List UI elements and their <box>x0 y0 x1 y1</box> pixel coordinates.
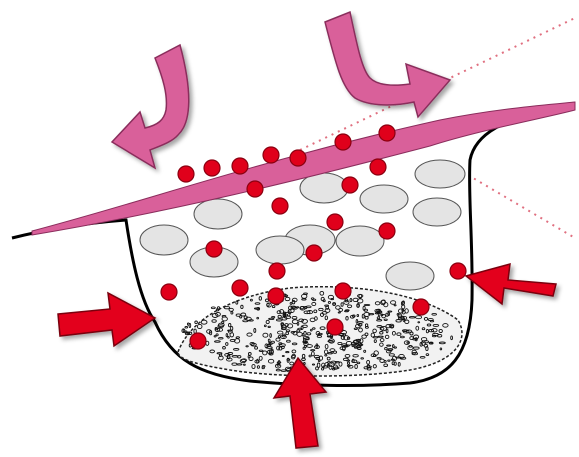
void <box>386 262 434 290</box>
void <box>194 199 242 229</box>
dotted-guide-line-lower <box>468 175 575 238</box>
straight-arrow-icon <box>58 293 155 346</box>
particle <box>370 159 386 175</box>
void <box>413 198 461 226</box>
particle <box>272 198 288 214</box>
particle <box>190 333 206 349</box>
void <box>415 160 465 188</box>
particle <box>290 150 306 166</box>
particle <box>335 134 351 150</box>
particle <box>161 284 177 300</box>
void <box>336 226 384 256</box>
particle <box>268 288 284 304</box>
particle <box>263 147 279 163</box>
particle <box>379 223 395 239</box>
particle <box>306 245 322 261</box>
particle <box>178 166 194 182</box>
particle <box>450 263 466 279</box>
particle <box>379 125 395 141</box>
particle <box>342 177 358 193</box>
void <box>140 225 188 255</box>
curved-arrow-icon <box>325 12 450 117</box>
curved-arrow-left <box>112 45 189 168</box>
particle <box>327 214 343 230</box>
red-arrow-right <box>466 264 556 304</box>
particle <box>269 263 285 279</box>
curved-arrow-right <box>325 12 450 117</box>
particle <box>206 241 222 257</box>
void <box>360 185 408 213</box>
particle <box>335 283 351 299</box>
curved-arrow-icon <box>112 45 189 168</box>
particle <box>327 319 343 335</box>
red-arrow-left <box>58 293 155 346</box>
straight-arrow-icon <box>466 264 556 304</box>
particle <box>204 160 220 176</box>
particle <box>247 181 263 197</box>
particle <box>232 158 248 174</box>
void <box>256 236 304 264</box>
particle <box>413 299 429 315</box>
particle <box>232 280 248 296</box>
